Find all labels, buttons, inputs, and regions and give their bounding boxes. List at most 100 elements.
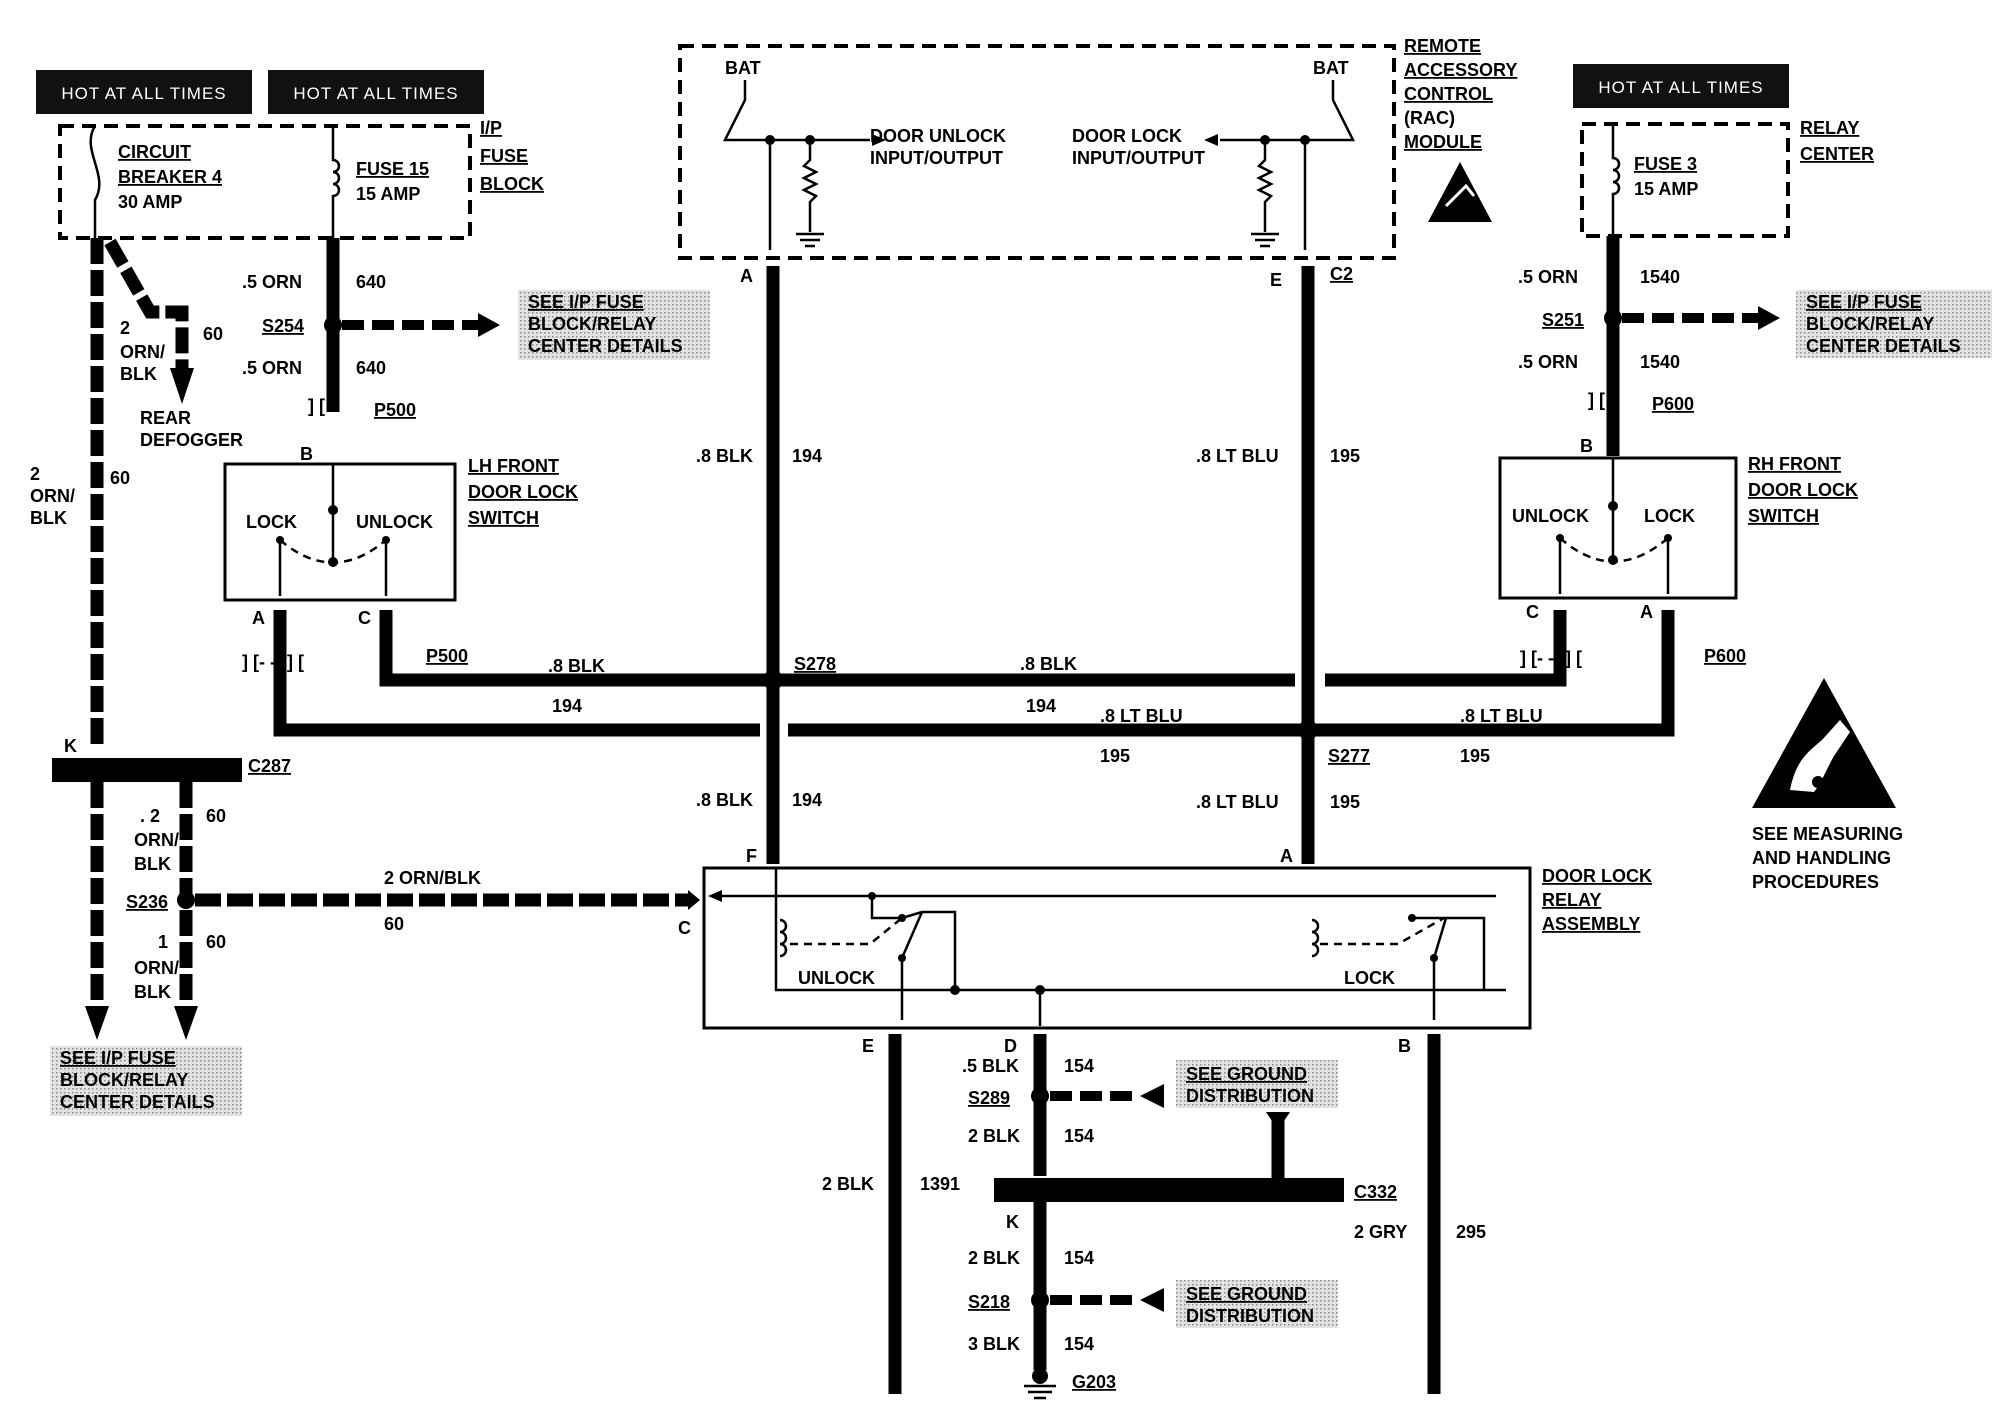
diagram-label: 2 GRY	[1354, 1222, 1407, 1242]
diagram-label: ORN/	[120, 342, 165, 362]
diagram-label: 60	[110, 468, 130, 488]
diagram-label: .8 LT BLU	[1100, 706, 1183, 726]
diagram-label: BLOCK	[480, 174, 544, 194]
diagram-label: DOOR UNLOCK	[870, 126, 1006, 146]
diagram-label: 194	[1026, 696, 1056, 716]
ip-fuse-block: CIRCUIT BREAKER 4 30 AMP FUSE 15 15 AMP	[58, 124, 472, 240]
diagram-label: SEE I/P FUSE	[528, 292, 644, 312]
see-fuse-details-2: SEE I/P FUSE BLOCK/RELAY CENTER DETAILS	[1796, 290, 1992, 358]
diagram-label: D	[1004, 1036, 1017, 1056]
diagram-label: F	[746, 846, 757, 866]
diagram-label: CENTER	[1800, 144, 1874, 164]
diagram-label: 154	[1064, 1248, 1094, 1268]
door-lock-relay-assembly: UNLOCK LOCK	[702, 866, 1532, 1030]
diagram-label: BAT	[725, 58, 761, 78]
diagram-label: 1	[158, 932, 168, 952]
diagram-label: CENTER DETAILS	[60, 1092, 215, 1112]
lh-door-lock-switch: LOCK UNLOCK	[223, 462, 457, 602]
diagram-label: UNLOCK	[1512, 506, 1589, 526]
diagram-label: S251	[1542, 310, 1584, 330]
diagram-label: 60	[203, 324, 223, 344]
diagram-label: 194	[792, 446, 822, 466]
diagram-label: .5 ORN	[242, 358, 302, 378]
diagram-label: SEE GROUND	[1186, 1284, 1307, 1304]
diagram-label: ORN/	[134, 830, 179, 850]
diagram-label: ACCESSORY	[1404, 60, 1517, 80]
diagram-label: CIRCUIT	[118, 142, 191, 162]
diagram-label: REMOTE	[1404, 36, 1481, 56]
diagram-label: 154	[1064, 1126, 1094, 1146]
diagram-label: 154	[1064, 1056, 1094, 1076]
diagram-label: HOT AT ALL TIMES	[61, 84, 226, 103]
diagram-label: 1540	[1640, 267, 1680, 287]
diagram-label: ] [	[308, 396, 325, 416]
diagram-label: 154	[1064, 1334, 1094, 1354]
diagram-label: K	[1006, 1212, 1019, 1232]
diagram-label: (RAC)	[1404, 108, 1455, 128]
diagram-label: .5 BLK	[962, 1056, 1019, 1076]
rh-door-lock-switch: UNLOCK LOCK	[1498, 456, 1738, 600]
esd-icon-small	[1428, 162, 1492, 222]
diagram-label: UNLOCK	[356, 512, 433, 532]
diagram-label: PROCEDURES	[1752, 872, 1879, 892]
diagram-label: .5 ORN	[1518, 267, 1578, 287]
esd-warning-icon	[1752, 678, 1896, 808]
diagram-label: 640	[356, 272, 386, 292]
diagram-label: A	[252, 608, 265, 628]
diagram-label: 15 AMP	[356, 184, 420, 204]
diagram-label: SWITCH	[1748, 506, 1819, 526]
diagram-label: DISTRIBUTION	[1186, 1086, 1314, 1106]
wire-194-horizontal	[379, 610, 1295, 687]
diagram-label: LH FRONT	[468, 456, 559, 476]
diagram-label: G203	[1072, 1372, 1116, 1392]
diagram-label: C332	[1354, 1182, 1397, 1202]
diagram-label: A	[1640, 602, 1653, 622]
diagram-label: S277	[1328, 746, 1370, 766]
diagram-label: SEE I/P FUSE	[1806, 292, 1922, 312]
diagram-label: 3 BLK	[968, 1334, 1020, 1354]
diagram-label: 1540	[1640, 352, 1680, 372]
diagram-label: FUSE	[480, 146, 528, 166]
diagram-label: HOT AT ALL TIMES	[1598, 78, 1763, 97]
diagram-label: .8 LT BLU	[1196, 792, 1279, 812]
diagram-label: .5 ORN	[242, 272, 302, 292]
diagram-label: SWITCH	[468, 508, 539, 528]
diagram-label: S278	[794, 654, 836, 674]
diagram-label: S254	[262, 316, 304, 336]
hot-label-3: HOT AT ALL TIMES	[1573, 64, 1789, 108]
diagram-label: .5 ORN	[1518, 352, 1578, 372]
diagram-label: 1391	[920, 1174, 960, 1194]
diagram-label: 195	[1330, 446, 1360, 466]
diagram-label: BAT	[1313, 58, 1349, 78]
diagram-label: K	[64, 736, 77, 756]
diagram-label: CONTROL	[1404, 84, 1493, 104]
diagram-label: 194	[792, 790, 822, 810]
diagram-label: P500	[426, 646, 468, 666]
diagram-label: 195	[1460, 746, 1490, 766]
diagram-label: C	[1526, 602, 1539, 622]
diagram-label: 60	[206, 932, 226, 952]
diagram-label: FUSE 3	[1634, 154, 1697, 174]
diagram-label: C	[678, 918, 691, 938]
diagram-label: 195	[1100, 746, 1130, 766]
diagram-label: ORN/	[134, 958, 179, 978]
diagram-label: C	[358, 608, 371, 628]
wire-195-horizontal	[273, 610, 760, 737]
diagram-label: BREAKER 4	[118, 167, 222, 187]
diagram-label: RELAY	[1542, 890, 1601, 910]
diagram-label: LOCK	[1344, 968, 1395, 988]
ground-symbol	[1024, 1368, 1056, 1400]
diagram-label: 2 BLK	[968, 1126, 1020, 1146]
diagram-label: 2 BLK	[968, 1248, 1020, 1268]
diagram-label: UNLOCK	[798, 968, 875, 988]
hot-label-1: HOT AT ALL TIMES	[36, 70, 252, 114]
diagram-label: DISTRIBUTION	[1186, 1306, 1314, 1326]
connector-c287	[52, 758, 242, 782]
diagram-label: HOT AT ALL TIMES	[293, 84, 458, 103]
diagram-label: S236	[126, 892, 168, 912]
diagram-label: INPUT/OUTPUT	[870, 148, 1003, 168]
diagram-label: B	[300, 444, 313, 464]
diagram-label: .8 LT BLU	[1196, 446, 1279, 466]
see-ground-1: SEE GROUND DISTRIBUTION	[1176, 1060, 1338, 1108]
diagram-label: 2 ORN/BLK	[384, 868, 481, 888]
